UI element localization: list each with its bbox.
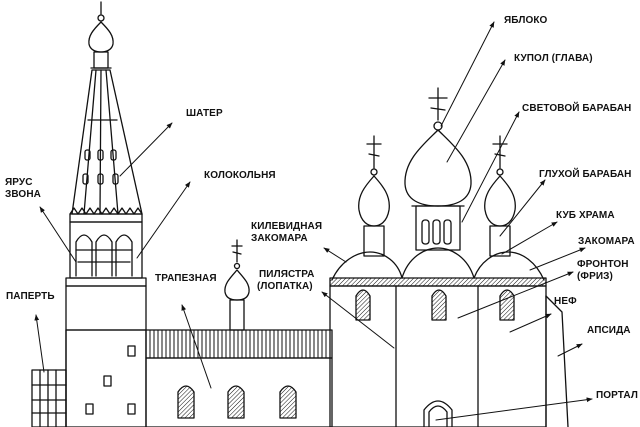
label-pilyastra-2: (ЛОПАТКА)	[257, 281, 313, 292]
label-fronton-2: (ФРИЗ)	[577, 271, 613, 282]
label-apsida: АПСИДА	[587, 325, 631, 336]
main-church	[329, 87, 569, 427]
refectory	[145, 239, 333, 427]
label-paperth: ПАПЕРТЬ	[6, 291, 55, 302]
label-kupol: КУПОЛ (ГЛАВА)	[514, 53, 593, 64]
label-pilyastra-1: ПИЛЯСТРА	[259, 269, 315, 280]
bell-tower	[65, 1, 147, 331]
label-kolokolnya: КОЛОКОЛЬНЯ	[204, 170, 276, 181]
label-kub-khrama: КУБ ХРАМА	[556, 210, 615, 221]
label-kilevidnaya-2: ЗАКОМАРА	[251, 233, 308, 244]
label-trapeznaya: ТРАПЕЗНАЯ	[155, 273, 217, 284]
label-zakomara: ЗАКОМАРА	[578, 236, 635, 247]
label-kilevidnaya-1: КИЛЕВИДНАЯ	[251, 221, 323, 232]
west-block	[65, 329, 147, 427]
label-yabloko: ЯБЛОКО	[504, 15, 548, 26]
label-yarus-zvona-1: ЯРУС	[5, 177, 33, 188]
label-svetovoy-baraban: СВЕТОВОЙ БАРАБАН	[522, 103, 632, 114]
porch	[31, 329, 67, 427]
label-shater: ШАТЕР	[186, 108, 223, 119]
label-fronton-1: ФРОНТОН	[577, 259, 629, 270]
label-nef: НЕФ	[554, 296, 577, 307]
label-glukhoy-baraban: ГЛУХОЙ БАРАБАН	[539, 169, 632, 180]
label-yarus-zvona-2: ЗВОНА	[5, 189, 41, 200]
pointer-lines	[34, 21, 593, 421]
label-portal: ПОРТАЛ	[596, 390, 638, 401]
